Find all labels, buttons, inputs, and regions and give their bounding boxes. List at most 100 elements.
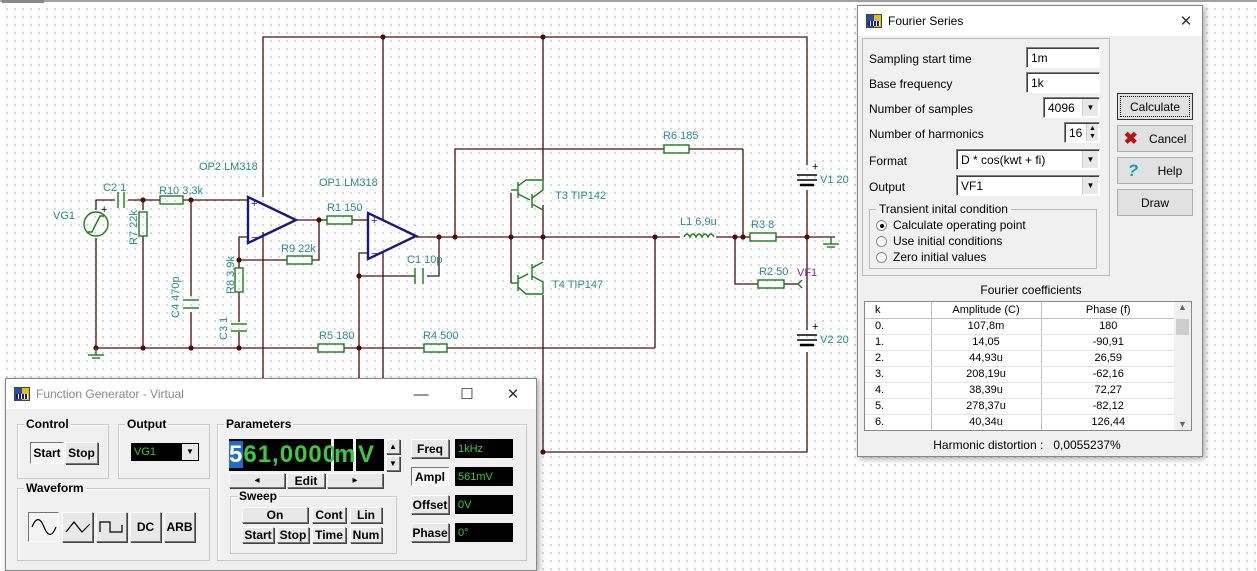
dc-button[interactable]: DC <box>130 512 161 542</box>
close-icon[interactable]: ✕ <box>506 386 520 403</box>
freq-button[interactable]: Freq <box>411 439 449 458</box>
cancel-button[interactable]: ✖Cancel <box>1117 125 1193 152</box>
v1-battery[interactable] <box>797 174 817 187</box>
spinner-arrows-icon[interactable]: ▲▼ <box>1086 124 1098 141</box>
r7-resistor[interactable] <box>138 211 148 237</box>
op2-opamp[interactable] <box>246 195 299 245</box>
fourier-titlebar[interactable]: Fourier Series ✕ <box>858 6 1202 36</box>
r10-resistor[interactable] <box>159 195 184 205</box>
close-icon[interactable]: ✕ <box>1179 13 1193 30</box>
sweep-cont-button[interactable]: Cont <box>312 507 346 523</box>
l1-inductor[interactable] <box>683 233 715 239</box>
radio-zero-initial-values[interactable]: Zero initial values <box>876 250 986 264</box>
r4-resistor[interactable] <box>423 343 448 353</box>
arb-button[interactable]: ARB <box>164 512 195 542</box>
sweep-stop-button[interactable]: Stop <box>277 527 309 543</box>
square-wave-button[interactable] <box>96 512 127 542</box>
k-cell: 6. <box>865 414 932 430</box>
offset-button[interactable]: Offset <box>411 495 449 514</box>
chevron-down-icon[interactable]: ▼ <box>1082 177 1098 194</box>
r3-resistor[interactable] <box>749 232 777 242</box>
sweep-num-button[interactable]: Num <box>350 527 382 543</box>
format-select[interactable]: D * cos(kwt + fi)▼ <box>956 149 1100 170</box>
chevron-down-icon[interactable]: ▼ <box>1082 151 1098 168</box>
header-k[interactable]: k <box>865 302 932 319</box>
maximize-icon[interactable]: ☐ <box>460 386 474 403</box>
minimize-icon[interactable]: — <box>413 385 429 403</box>
r8-resistor[interactable] <box>234 267 244 293</box>
table-header-row: k Amplitude (C) Phase (f) <box>865 302 1176 319</box>
radio-calculate-operating-point[interactable]: Calculate operating point <box>876 218 1026 232</box>
sweep-time-button[interactable]: Time <box>312 527 346 543</box>
radio-use-initial-conditions[interactable]: Use initial conditions <box>876 234 1002 248</box>
stop-button[interactable]: Stop <box>65 442 98 464</box>
sweep-lin-button[interactable]: Lin <box>350 507 382 523</box>
calculate-button[interactable]: Calculate <box>1117 93 1193 120</box>
chevron-down-icon[interactable]: ▼ <box>1082 99 1098 116</box>
phase-button[interactable]: Phase <box>411 523 449 542</box>
table-scrollbar[interactable]: ▲ ▼ <box>1174 302 1191 430</box>
sampling-start-time-input[interactable]: 1m <box>1026 47 1100 68</box>
r1-resistor[interactable] <box>326 215 353 225</box>
output-select[interactable]: VG1 ▼ <box>131 443 199 461</box>
header-amplitude[interactable]: Amplitude (C) <box>931 302 1042 319</box>
radio-button[interactable] <box>876 251 887 263</box>
increment-arrow-icon[interactable]: ▲ <box>386 439 400 454</box>
start-button[interactable]: Start <box>30 442 64 464</box>
help-button[interactable]: ?Help <box>1117 157 1193 184</box>
table-row[interactable]: 5.278,37u-82,12 <box>865 398 1176 415</box>
table-row[interactable]: 3.208,19u-62,16 <box>865 366 1176 383</box>
vg1-source[interactable] <box>83 211 109 237</box>
ampl-button[interactable]: Ampl <box>411 467 449 486</box>
c1-capacitor[interactable] <box>414 268 424 284</box>
cursor-right-button[interactable]: ▸ <box>327 473 383 488</box>
unit-display[interactable]: V <box>356 439 384 471</box>
output-select[interactable]: VF1▼ <box>956 175 1100 196</box>
sweep-start-button[interactable]: Start <box>242 527 274 543</box>
sweep-on-button[interactable]: On <box>242 507 308 523</box>
left-arrow-icon: ◂ <box>254 475 260 486</box>
prefix-display[interactable]: m <box>334 439 355 471</box>
r5-resistor[interactable] <box>317 343 345 353</box>
r9-resistor[interactable] <box>286 255 313 265</box>
c2-capacitor[interactable] <box>117 192 125 208</box>
funcgen-titlebar[interactable]: Function Generator - Virtual — ☐ ✕ <box>6 379 536 409</box>
edit-button[interactable]: Edit <box>287 473 325 488</box>
base-frequency-input[interactable]: 1k <box>1026 72 1100 93</box>
k-cell: 1. <box>865 334 932 351</box>
vf1-probe[interactable] <box>797 279 803 289</box>
number-of-harmonics-spinner[interactable]: 16▲▼ <box>1064 122 1100 143</box>
number-of-harmonics-label: Number of harmonics <box>869 127 984 141</box>
draw-button[interactable]: Draw <box>1117 189 1193 216</box>
sine-wave-button[interactable] <box>28 512 59 542</box>
scrollbar-thumb[interactable] <box>1176 319 1189 335</box>
t3-transistor[interactable] <box>511 179 544 211</box>
table-row[interactable]: 1.14,05-90,91 <box>865 334 1176 351</box>
radio-button[interactable] <box>876 235 887 247</box>
number-of-samples-select[interactable]: 4096▼ <box>1043 97 1100 118</box>
scroll-down-icon[interactable]: ▼ <box>1178 419 1187 429</box>
triangle-wave-button[interactable] <box>62 512 93 542</box>
t4-transistor[interactable] <box>511 261 544 295</box>
radio-button-selected[interactable] <box>876 219 887 231</box>
decrement-arrow-icon[interactable]: ▼ <box>386 456 400 471</box>
c4-capacitor[interactable] <box>183 299 199 309</box>
scroll-up-icon[interactable]: ▲ <box>1178 302 1187 312</box>
v2-battery[interactable] <box>797 334 817 347</box>
op1-opamp[interactable] <box>366 211 419 261</box>
value-display[interactable]: 561,0000 <box>229 439 336 471</box>
c3-capacitor[interactable] <box>231 323 247 332</box>
r6-resistor[interactable] <box>663 144 690 154</box>
funcgen-title: Function Generator - Virtual <box>36 387 184 401</box>
cursor-left-button[interactable]: ◂ <box>229 473 285 488</box>
header-phase[interactable]: Phase (f) <box>1041 302 1176 319</box>
amplitude-cell: 14,05 <box>931 334 1042 351</box>
chevron-down-icon[interactable]: ▼ <box>182 444 198 460</box>
r2-resistor[interactable] <box>757 279 785 289</box>
